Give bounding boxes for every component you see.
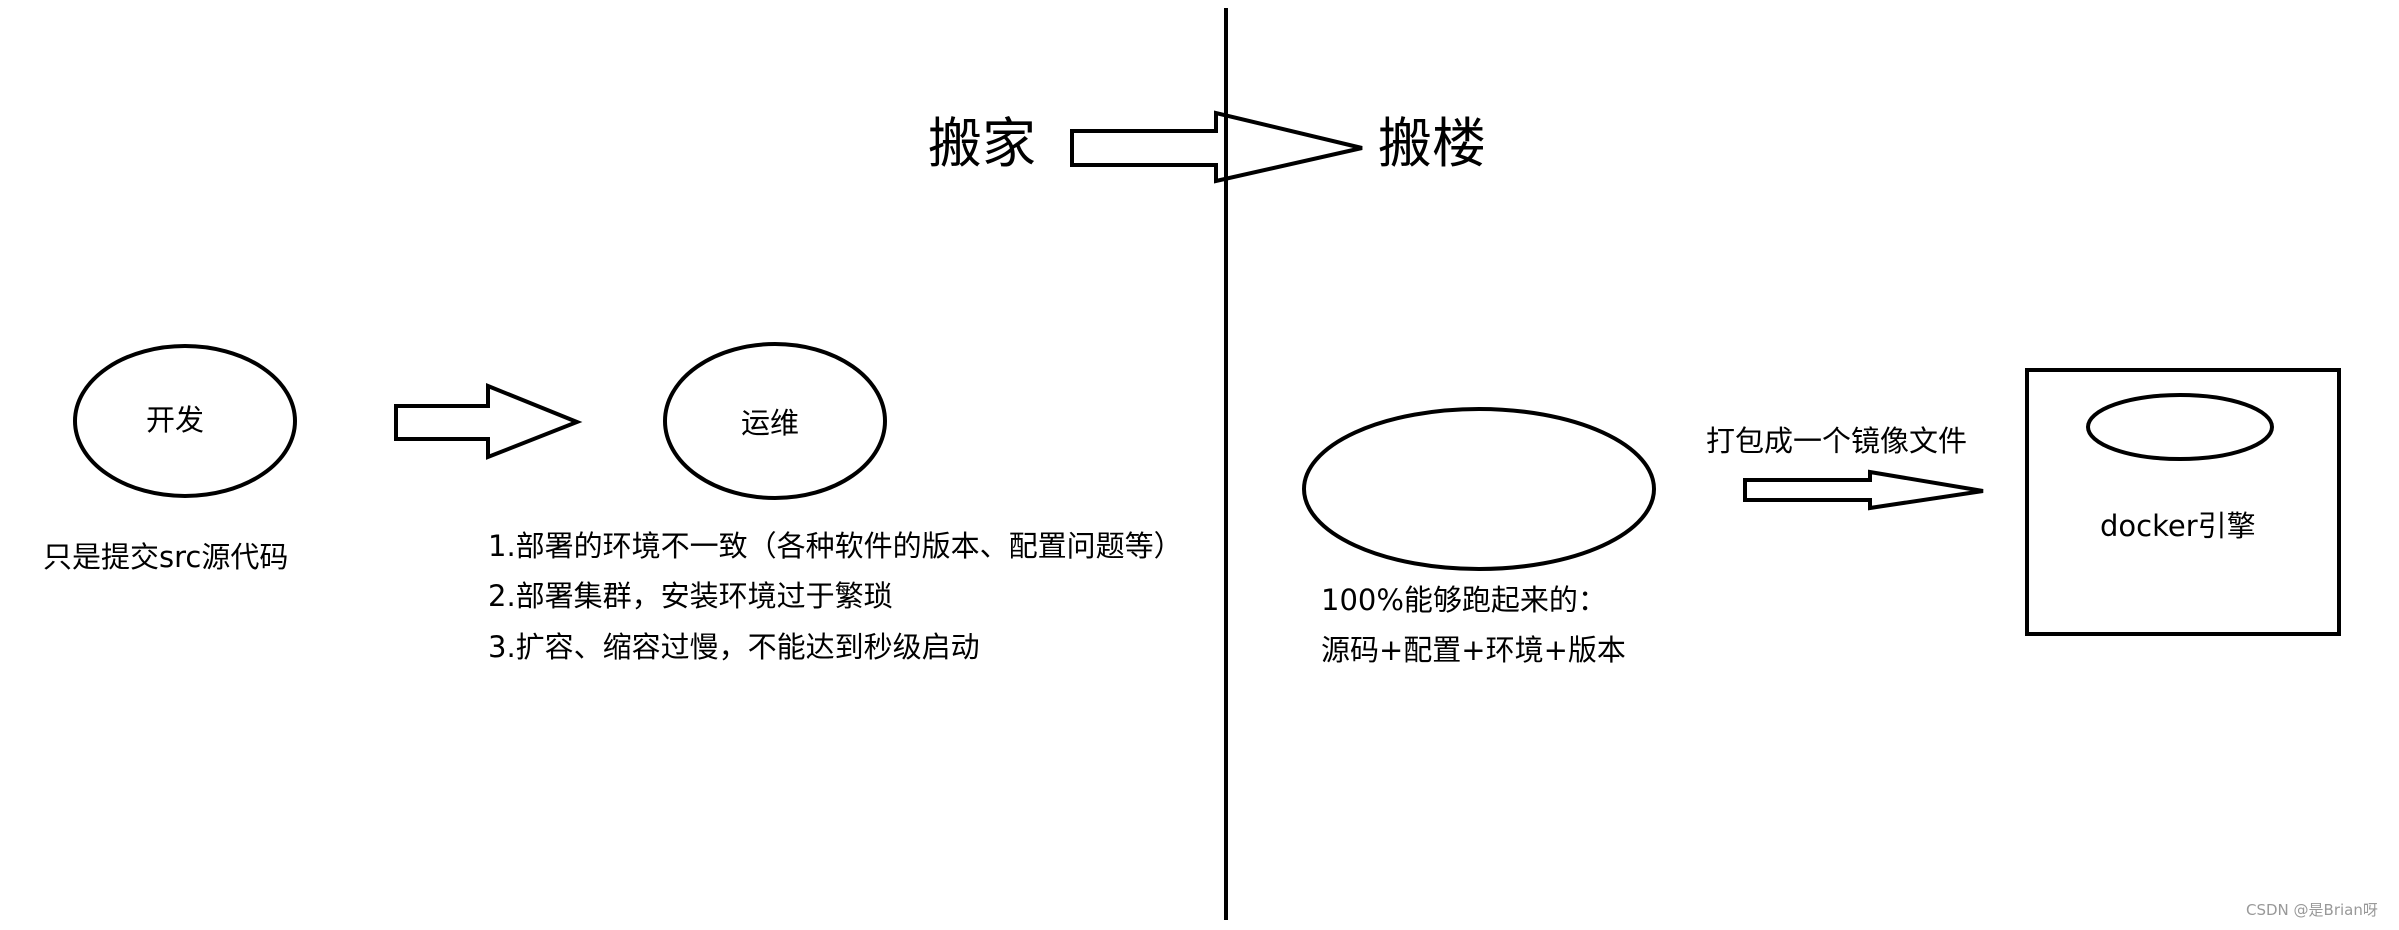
ops-issue-3: 3.扩容、缩容过慢，不能达到秒级启动 bbox=[488, 630, 980, 664]
ops-issue-1: 1.部署的环境不一致（各种软件的版本、配置问题等） bbox=[488, 529, 1183, 563]
image-line-2: 源码+配置+环境+版本 bbox=[1321, 633, 1626, 667]
image-ellipse bbox=[1302, 407, 1656, 571]
dev-ellipse bbox=[73, 344, 297, 498]
docker-engine-label: docker引擎 bbox=[2100, 509, 2256, 543]
ops-issue-2: 2.部署集群，安装环境过于繁琐 bbox=[488, 579, 893, 613]
docker-engine-box bbox=[2025, 368, 2341, 636]
image-line-1: 100%能够跑起来的： bbox=[1321, 583, 1607, 617]
header-right-word: 搬楼 bbox=[1378, 112, 1486, 175]
ops-label: 运维 bbox=[741, 406, 800, 440]
dev-to-ops-arrow bbox=[394, 383, 583, 460]
container-ellipse bbox=[2086, 393, 2274, 461]
header-left-word: 搬家 bbox=[928, 112, 1036, 175]
ops-ellipse bbox=[663, 342, 887, 500]
dev-note: 只是提交src源代码 bbox=[43, 540, 289, 574]
watermark: CSDN @是Brian呀 bbox=[2246, 901, 2378, 919]
dev-label: 开发 bbox=[146, 403, 205, 437]
move-arrow bbox=[1070, 110, 1363, 184]
pack-arrow bbox=[1743, 469, 1984, 511]
pack-label: 打包成一个镜像文件 bbox=[1706, 424, 1968, 458]
